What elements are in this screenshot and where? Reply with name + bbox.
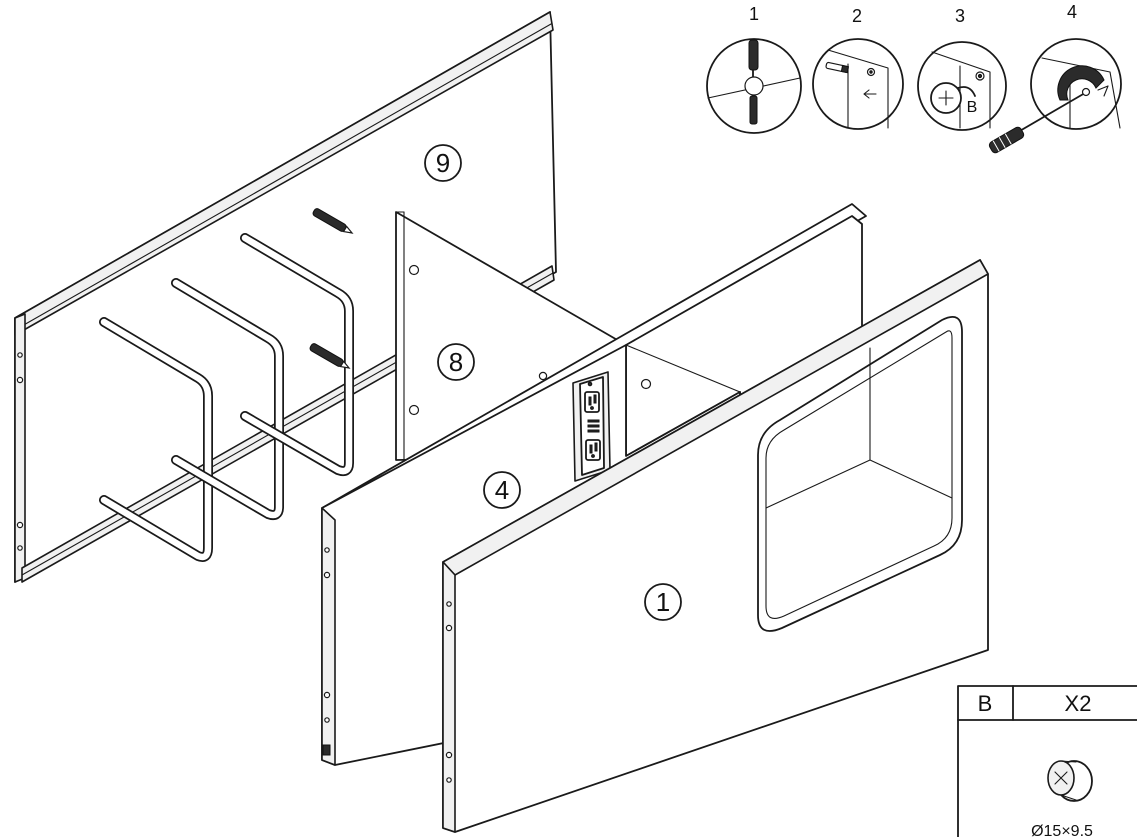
step-2-detail: 2	[812, 6, 904, 130]
cam-lock-icon	[1047, 760, 1093, 802]
hardware-size: Ø15×9.5	[1031, 823, 1093, 837]
part-label-9: 9	[424, 144, 462, 182]
svg-text:1: 1	[656, 587, 670, 617]
svg-text:4: 4	[495, 475, 509, 505]
hanging-rail-3	[240, 233, 354, 477]
svg-text:8: 8	[449, 347, 463, 377]
part-label-1: 1	[644, 583, 682, 621]
step-1-detail: 1	[706, 4, 802, 134]
power-outlet-strip	[572, 371, 611, 482]
hardware-letter: B	[978, 691, 993, 716]
part-label-4: 4	[483, 471, 521, 509]
hanging-rails	[99, 233, 354, 562]
svg-text:2: 2	[852, 6, 862, 26]
wooden-dowel-upper	[312, 208, 354, 234]
step-3-detail: 3 B	[917, 6, 1007, 131]
front-panel-1	[442, 259, 989, 833]
part-label-8: 8	[437, 343, 475, 381]
wooden-dowel-lower	[309, 343, 351, 369]
step-4-detail: 4	[988, 2, 1122, 154]
svg-text:4: 4	[1067, 2, 1077, 22]
hardware-quantity: X2	[1065, 691, 1092, 716]
hanging-rail-1	[99, 317, 213, 562]
hardware-table: B X2 Ø15×9.5	[957, 685, 1137, 837]
svg-text:B: B	[967, 99, 978, 116]
svg-text:3: 3	[955, 6, 965, 26]
svg-text:9: 9	[436, 148, 450, 178]
svg-text:1: 1	[749, 4, 759, 24]
